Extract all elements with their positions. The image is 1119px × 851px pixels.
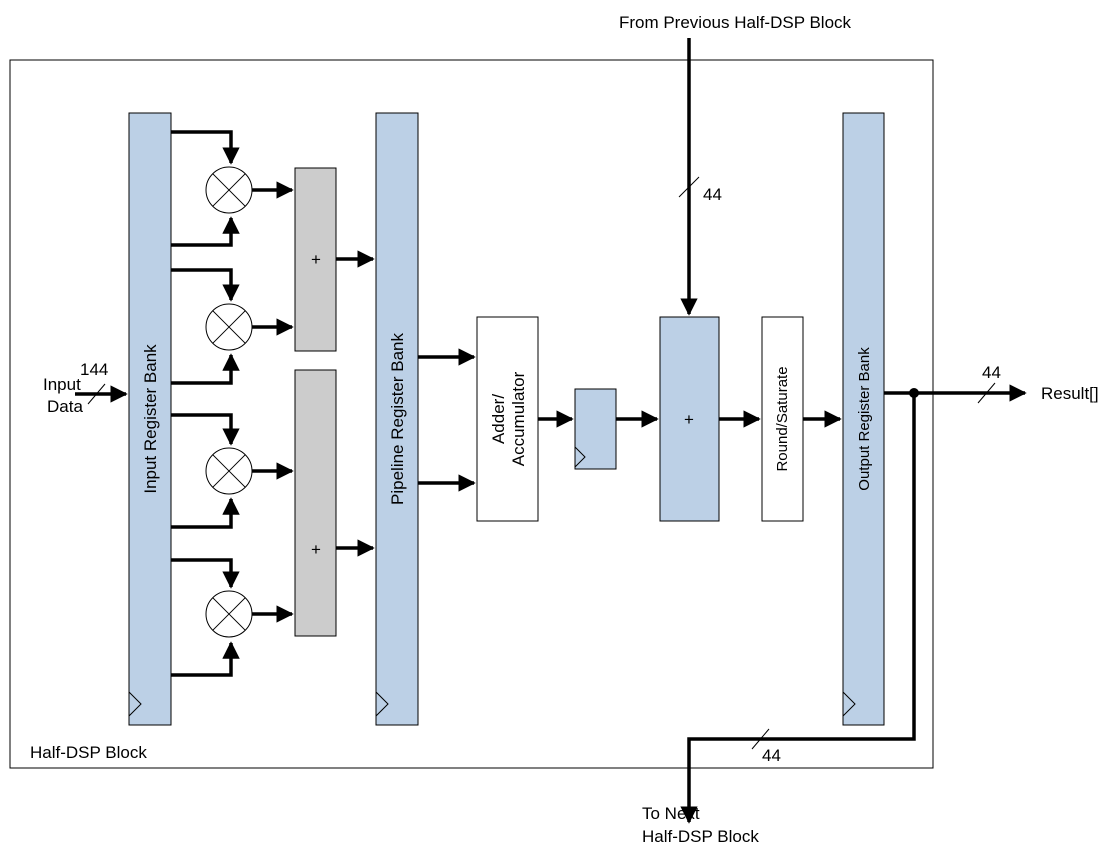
input-label-line2: Data [47, 397, 83, 416]
multiplier-4-icon [205, 590, 253, 638]
to-next-label-line2: Half-DSP Block [642, 827, 759, 846]
chain-adder [659, 316, 720, 522]
chain-in-bus-slash [678, 176, 700, 198]
mult3-input-a-wire [171, 413, 240, 446]
multiplier-2-icon [205, 303, 253, 351]
input-register-clock [128, 691, 142, 717]
input-register-bank [128, 112, 172, 726]
chain-in-bus-width: 44 [703, 185, 722, 204]
adder-bottom [294, 369, 337, 637]
adder-accumulator-label: Adder/ Accumulator [489, 371, 528, 466]
pipeline-register-bank-label: Pipeline Register Bank [388, 333, 407, 505]
round-saturate-label: Round/Saturate [774, 366, 791, 471]
accumulator-register [574, 388, 617, 470]
result-bus-width: 44 [982, 363, 1001, 382]
pipeline-register-clock [375, 691, 389, 717]
output-register-bank [842, 112, 885, 726]
adder-top [294, 167, 337, 352]
adder-accumulator-line2: Accumulator [509, 371, 528, 466]
output-register-bank-label: Output Register Bank [856, 347, 873, 491]
from-previous-label: From Previous Half-DSP Block [619, 13, 852, 32]
input-label-line1: Input [43, 375, 81, 394]
to-next-label-line1: To Next [642, 804, 700, 823]
mult1-input-b-wire [171, 216, 240, 247]
mult2-input-b-wire [171, 353, 240, 385]
multiplier-3-icon [205, 447, 253, 495]
accumulator-register-clock [574, 446, 586, 468]
half-dsp-block-outline [9, 59, 934, 769]
result-bus-slash [977, 382, 996, 404]
result-label: Result[] [1041, 384, 1099, 403]
half-dsp-block-label: Half-DSP Block [30, 743, 147, 762]
multiplier-1-icon [205, 166, 253, 214]
chain-out-bus-width: 44 [762, 746, 781, 765]
adder-accumulator [476, 316, 539, 522]
chain-out-wire [680, 393, 916, 824]
mult2-input-a-wire [171, 268, 240, 302]
mult4-input-a-wire [171, 558, 240, 589]
chain-out-bus-slash [751, 728, 770, 750]
mult4-input-b-wire [171, 641, 240, 677]
adder-bottom-symbol: + [311, 540, 321, 559]
input-bus-slash [87, 383, 106, 405]
output-register-clock [842, 691, 856, 717]
chain-adder-symbol: + [684, 410, 694, 429]
adder-top-symbol: + [311, 250, 321, 269]
input-bus-width: 144 [80, 360, 108, 379]
input-register-bank-label: Input Register Bank [141, 344, 160, 494]
round-saturate [761, 316, 804, 522]
pipeline-register-bank [375, 112, 419, 726]
mult1-input-a-wire [171, 130, 240, 165]
adder-accumulator-line1: Adder/ [489, 394, 508, 444]
mult3-input-b-wire [171, 497, 240, 529]
